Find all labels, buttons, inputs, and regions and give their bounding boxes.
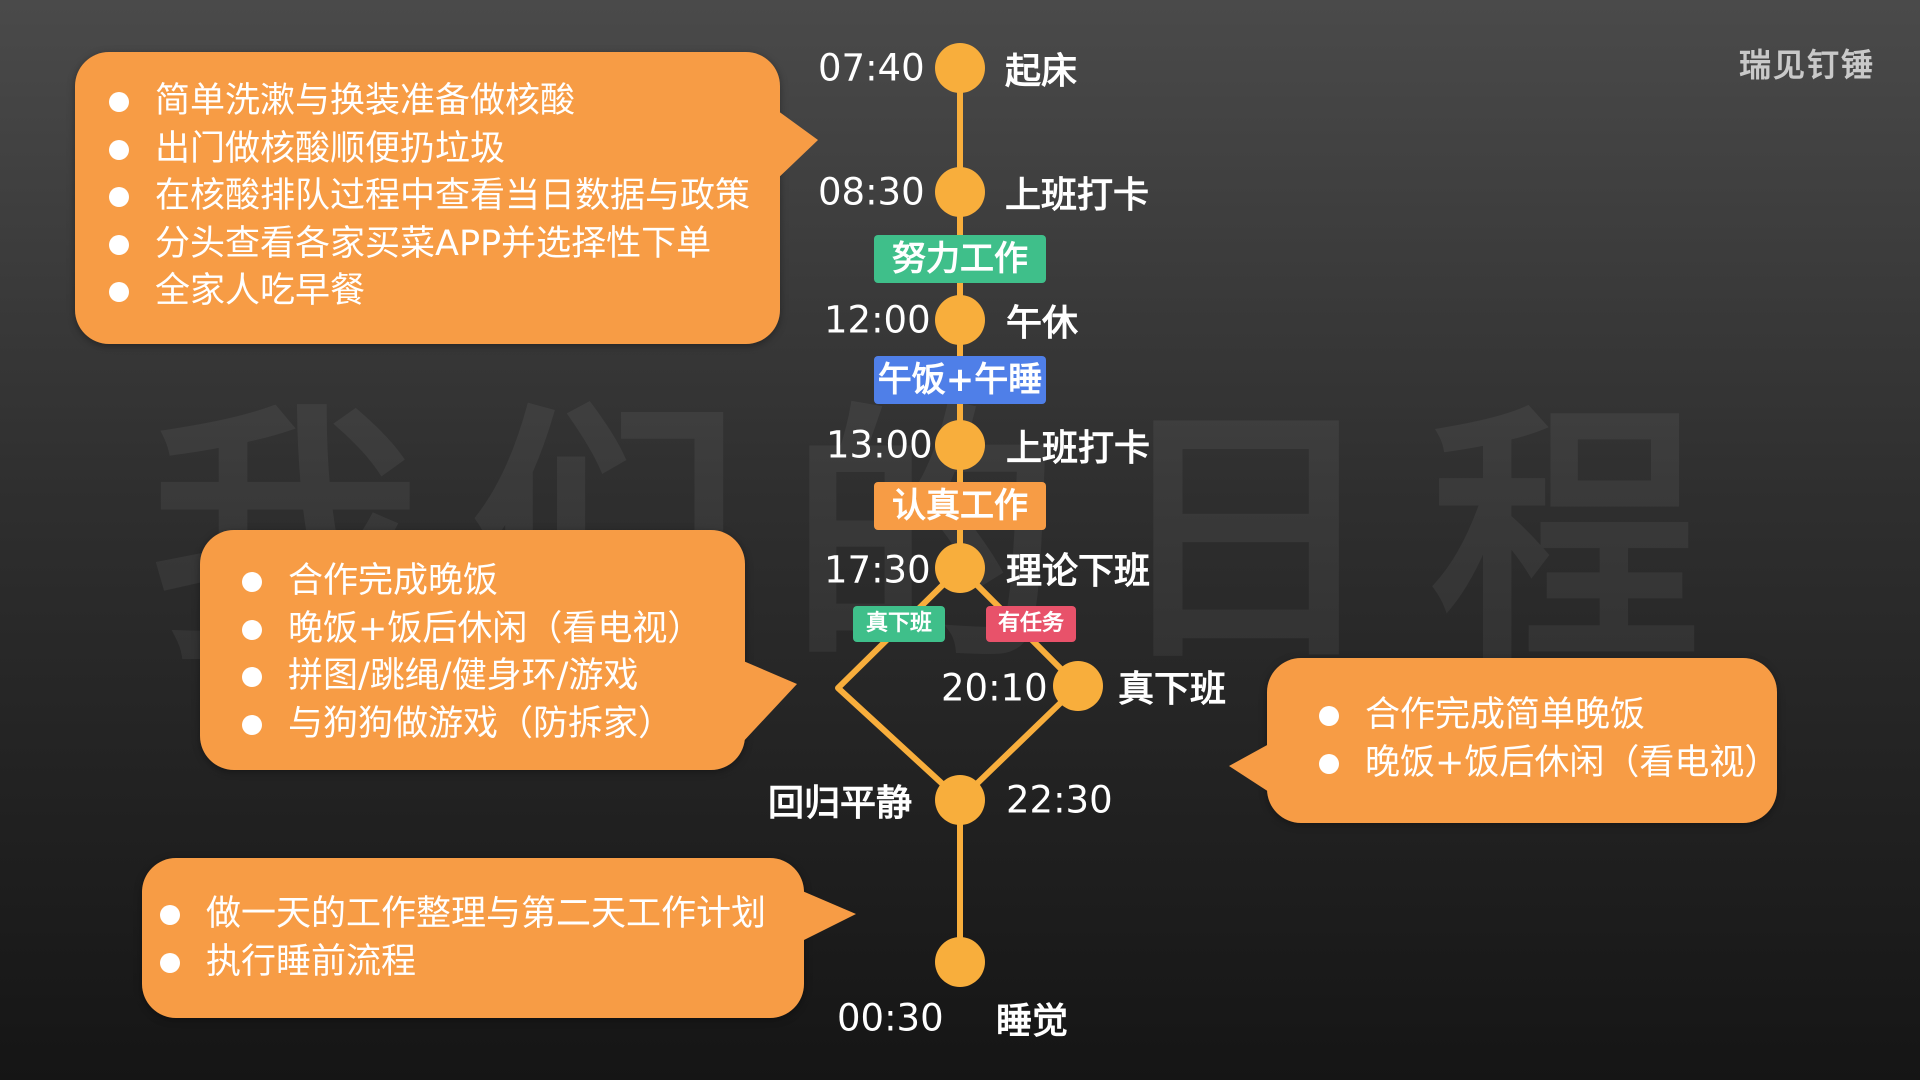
time-clock-in-am: 08:30 — [818, 170, 925, 214]
morning-item: 在核酸排队过程中查看当日数据与政策 — [109, 173, 780, 221]
node-real-off — [1053, 661, 1103, 711]
evening-free-item: 合作完成晚饭 — [242, 558, 745, 606]
morning-item: 分头查看各家买菜APP并选择性下单 — [109, 221, 780, 269]
label-noon: 午休 — [1006, 303, 1079, 344]
time-wake: 07:40 — [818, 46, 925, 90]
time-theory-off: 17:30 — [824, 548, 931, 592]
label-clock-in-pm: 上班打卡 — [1006, 428, 1151, 469]
brand-logo-text: 瑞见钉锤 — [1738, 46, 1875, 84]
callout-evening-task: 合作完成简单晚饭 晚饭+饭后休闲（看电视） — [1229, 658, 1779, 823]
callout-night: 做一天的工作整理与第二天工作计划 执行睡前流程 — [142, 858, 856, 1018]
label-theory-off: 理论下班 — [1006, 551, 1151, 592]
node-noon — [935, 295, 985, 345]
time-sleep: 00:30 — [837, 996, 944, 1040]
label-clock-in-am: 上班打卡 — [1005, 175, 1150, 216]
tag-work-hard: 努力工作 — [874, 235, 1046, 283]
callout-morning: 简单洗漱与换装准备做核酸 出门做核酸顺便扔垃圾 在核酸排队过程中查看当日数据与政… — [75, 52, 818, 344]
node-theory-off — [935, 543, 985, 593]
tag-has-task: 有任务 — [986, 606, 1076, 642]
evening-free-item: 与狗狗做游戏（防拆家） — [242, 701, 745, 749]
node-sleep — [935, 937, 985, 987]
evening-task-item: 合作完成简单晚饭 — [1319, 692, 1777, 740]
node-clock-in-pm — [935, 420, 985, 470]
label-real-off: 真下班 — [1118, 669, 1227, 710]
label-calm: 回归平静 — [768, 783, 913, 824]
night-item: 执行睡前流程 — [160, 939, 804, 987]
tag-work-serious: 认真工作 — [874, 482, 1046, 530]
evening-task-item: 晚饭+饭后休闲（看电视） — [1319, 740, 1779, 788]
node-calm — [935, 775, 985, 825]
time-clock-in-pm: 13:00 — [826, 423, 933, 467]
label-wake: 起床 — [1005, 51, 1078, 92]
callout-evening-free: 合作完成晚饭 晚饭+饭后休闲（看电视） 拼图/跳绳/健身环/游戏 与狗狗做游戏（… — [200, 530, 797, 770]
tag-truly-off: 真下班 — [853, 606, 945, 642]
time-calm: 22:30 — [1006, 778, 1113, 822]
morning-item: 出门做核酸顺便扔垃圾 — [109, 126, 780, 174]
evening-free-item: 拼图/跳绳/健身环/游戏 — [242, 653, 745, 701]
node-wake — [935, 43, 985, 93]
morning-item: 简单洗漱与换装准备做核酸 — [109, 78, 780, 126]
label-sleep: 睡觉 — [996, 1001, 1069, 1042]
morning-item: 全家人吃早餐 — [109, 268, 780, 316]
node-clock-in-am — [935, 167, 985, 217]
tag-lunch-nap: 午饭+午睡 — [874, 356, 1046, 404]
time-noon: 12:00 — [824, 298, 931, 342]
time-real-off: 20:10 — [941, 666, 1048, 710]
evening-free-item: 晚饭+饭后休闲（看电视） — [242, 606, 745, 654]
night-item: 做一天的工作整理与第二天工作计划 — [160, 891, 804, 939]
